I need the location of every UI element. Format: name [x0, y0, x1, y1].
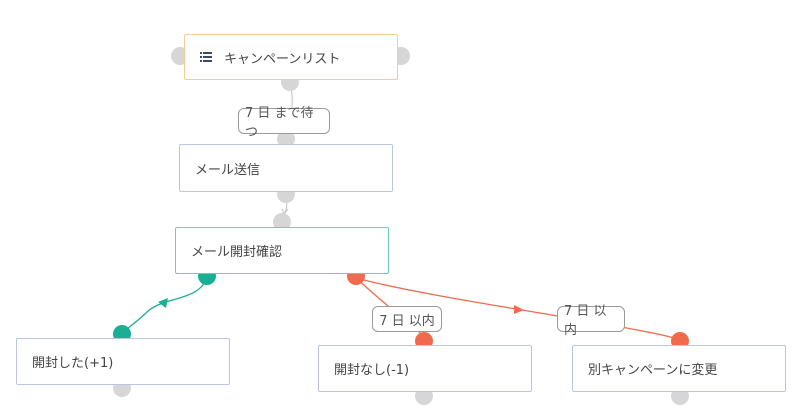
edge-label-within-b[interactable]: 7 日 以内: [557, 304, 625, 338]
node-opened-label: 開封した(+1): [32, 356, 114, 371]
node-not-opened[interactable]: 開封なし(-1): [318, 345, 532, 392]
node-check-open[interactable]: メール開封確認: [175, 227, 389, 274]
node-send-mail-label: メール送信: [195, 162, 261, 178]
node-not-opened-label: 開封なし(-1): [334, 363, 410, 378]
edge-no-b-arrow: [514, 305, 524, 314]
node-check-open-label: メール開封確認: [191, 245, 283, 260]
node-opened[interactable]: 開封した(+1): [16, 338, 230, 385]
node-other-campaign[interactable]: 別キャンペーンに変更: [572, 345, 786, 392]
handle-send-top[interactable]: [277, 130, 295, 148]
edge-label-within-a[interactable]: 7 日 以内: [372, 306, 442, 332]
edge-label-wait[interactable]: 7 日 まで待つ: [238, 106, 330, 140]
node-other-campaign-label: 別キャンペーンに変更: [588, 363, 718, 378]
handle-check-top[interactable]: [273, 213, 291, 231]
node-campaign-list-label: キャンペーンリスト: [224, 51, 341, 67]
node-campaign-list[interactable]: キャンペーンリスト: [184, 34, 398, 80]
list-icon: [200, 52, 212, 62]
node-send-mail[interactable]: メール送信: [179, 144, 393, 192]
edge-yes-arrow: [158, 298, 168, 308]
